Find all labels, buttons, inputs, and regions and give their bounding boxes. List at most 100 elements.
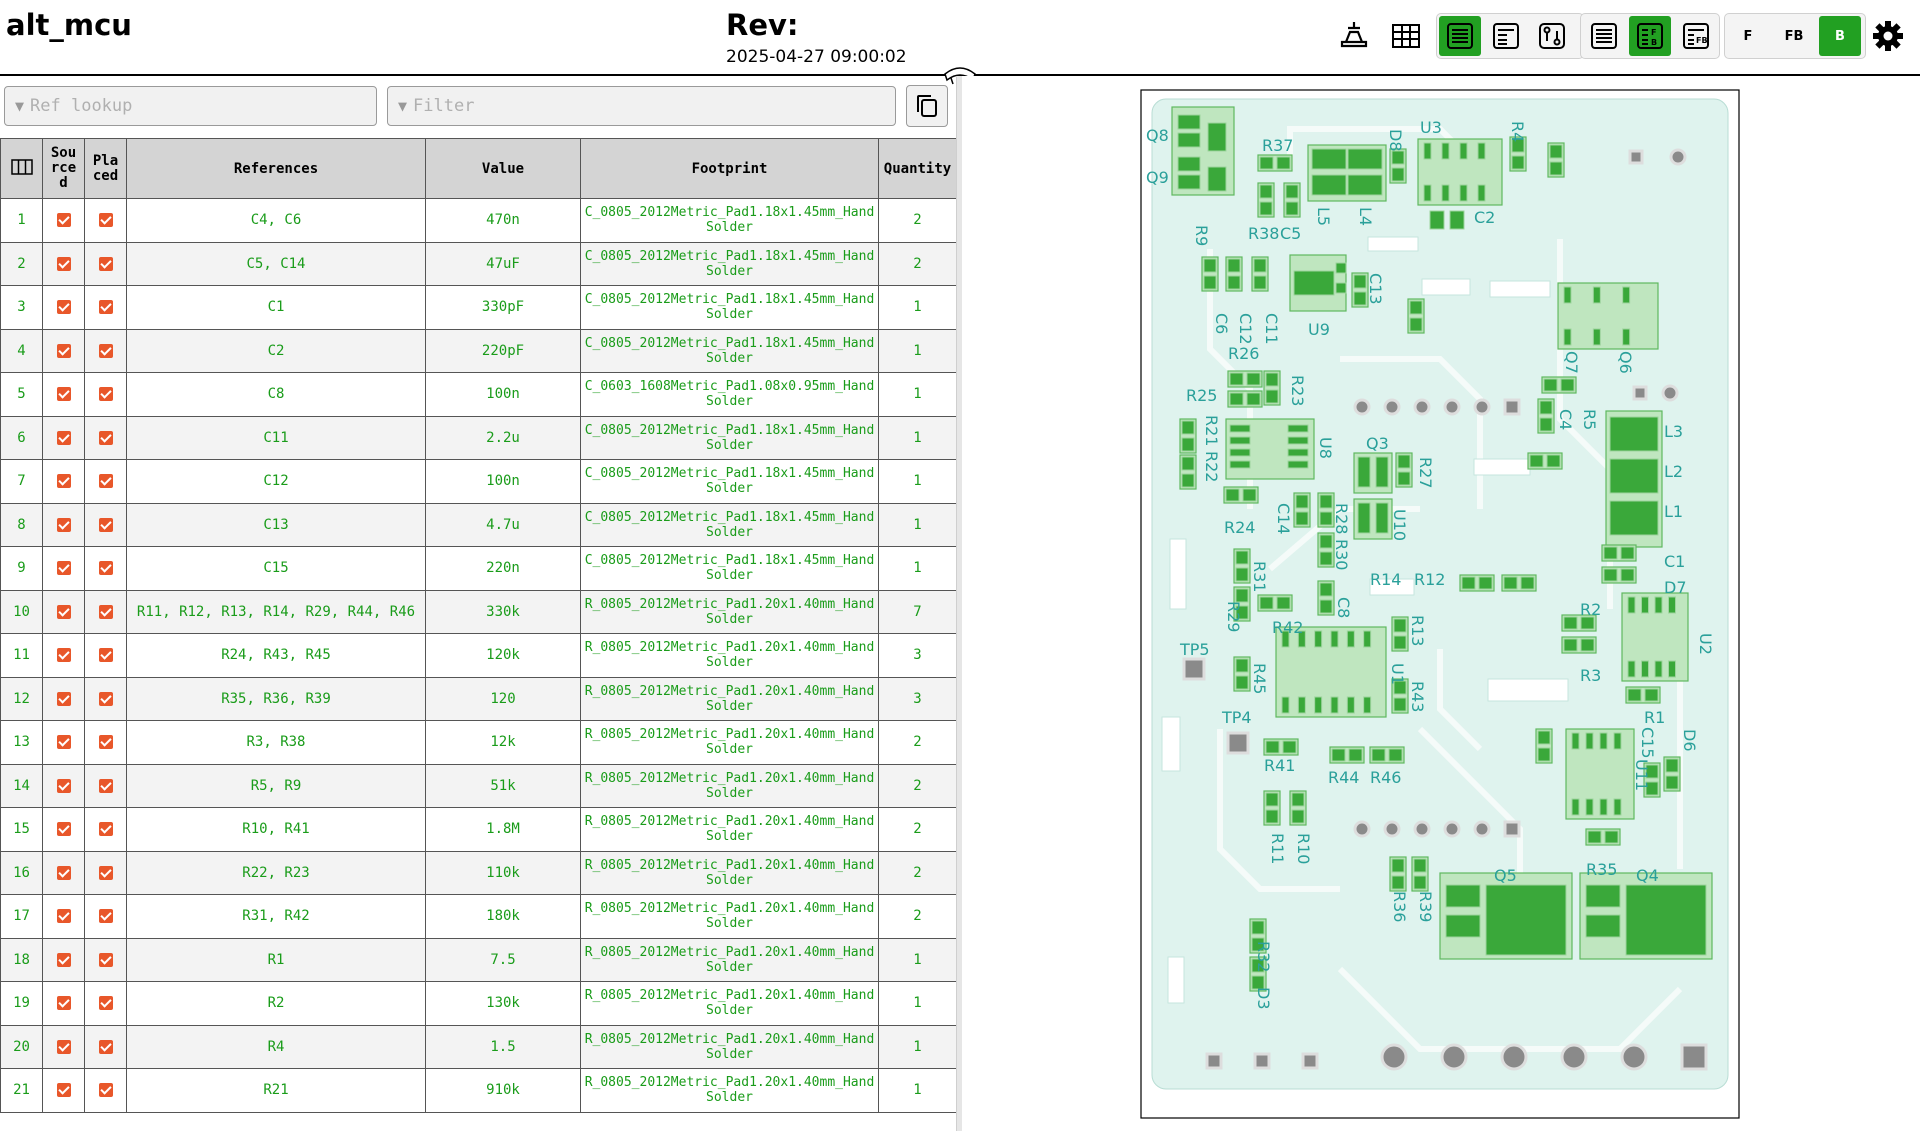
layer-front-back-button[interactable]: FB xyxy=(1784,28,1804,44)
list-front-back-merged-button[interactable]: FB xyxy=(1675,16,1717,56)
footprint-cell: C_0805_2012Metric_Pad1.18x1.45mm_HandSol… xyxy=(580,546,879,591)
sourced-checkbox[interactable] xyxy=(56,735,71,750)
netlist-button[interactable] xyxy=(1531,16,1573,56)
bom-only-button[interactable] xyxy=(1439,16,1481,56)
header-placed[interactable]: Placed xyxy=(84,138,127,199)
placed-checkbox[interactable] xyxy=(98,256,113,271)
layer-back-button[interactable]: B xyxy=(1819,16,1861,56)
placed-checkbox[interactable] xyxy=(98,517,113,532)
placed-checkbox[interactable] xyxy=(98,1083,113,1098)
list-layout-button[interactable] xyxy=(1583,16,1625,56)
sourced-cell xyxy=(42,763,85,808)
placed-cell xyxy=(84,589,127,634)
placed-checkbox[interactable] xyxy=(98,343,113,358)
placed-checkbox[interactable] xyxy=(98,865,113,880)
pcb-designator-label: R24 xyxy=(1224,518,1255,537)
smd-pad xyxy=(1246,372,1261,386)
placed-checkbox[interactable] xyxy=(98,561,113,576)
sourced-checkbox[interactable] xyxy=(56,822,71,837)
header-sourced[interactable]: Sourced xyxy=(42,138,85,199)
smd-pad xyxy=(1388,748,1403,762)
sourced-checkbox[interactable] xyxy=(56,1083,71,1098)
placed-checkbox[interactable] xyxy=(98,648,113,663)
sourced-checkbox[interactable] xyxy=(56,213,71,228)
sourced-checkbox[interactable] xyxy=(56,865,71,880)
sourced-checkbox[interactable] xyxy=(56,604,71,619)
sourced-checkbox[interactable] xyxy=(56,691,71,706)
placed-checkbox[interactable] xyxy=(98,822,113,837)
grid-button[interactable] xyxy=(1384,13,1428,59)
placed-checkbox[interactable] xyxy=(98,604,113,619)
placed-checkbox[interactable] xyxy=(98,1039,113,1054)
settings-button[interactable] xyxy=(1866,13,1910,59)
references-cell: R35, R36, R39 xyxy=(126,676,426,721)
dark-mode-button[interactable] xyxy=(1332,13,1376,59)
placed-checkbox[interactable] xyxy=(98,778,113,793)
sourced-checkbox[interactable] xyxy=(56,256,71,271)
sourced-checkbox[interactable] xyxy=(56,778,71,793)
placed-checkbox[interactable] xyxy=(98,996,113,1011)
sourced-checkbox[interactable] xyxy=(56,909,71,924)
sourced-checkbox[interactable] xyxy=(56,952,71,967)
pcb-designator-label: C1 xyxy=(1664,552,1685,571)
copy-button[interactable] xyxy=(906,85,948,127)
revision-label: Rev: xyxy=(726,8,799,42)
sourced-checkbox[interactable] xyxy=(56,387,71,402)
sourced-checkbox[interactable] xyxy=(56,561,71,576)
vertical-splitter[interactable] xyxy=(956,76,963,1131)
layer-front-button[interactable]: F xyxy=(1743,28,1753,44)
through-hole-pad xyxy=(1661,384,1679,402)
placed-checkbox[interactable] xyxy=(98,387,113,402)
placed-checkbox[interactable] xyxy=(98,691,113,706)
placed-checkbox[interactable] xyxy=(98,474,113,489)
placed-checkbox[interactable] xyxy=(98,952,113,967)
placed-checkbox[interactable] xyxy=(98,430,113,445)
bom-left-drawings-right-button[interactable] xyxy=(1485,16,1527,56)
sourced-checkbox[interactable] xyxy=(56,343,71,358)
sourced-checkbox[interactable] xyxy=(56,474,71,489)
smd-pad xyxy=(1281,630,1290,648)
sourced-checkbox[interactable] xyxy=(56,517,71,532)
header-value[interactable]: Value xyxy=(425,138,581,199)
filter-input[interactable] xyxy=(407,95,895,117)
sourced-checkbox[interactable] xyxy=(56,996,71,1011)
sourced-checkbox[interactable] xyxy=(56,300,71,315)
pcb-designator-label: U3 xyxy=(1420,118,1442,137)
smd-pad xyxy=(1319,551,1333,566)
sourced-checkbox[interactable] xyxy=(56,1039,71,1054)
sourced-checkbox[interactable] xyxy=(56,648,71,663)
placed-checkbox[interactable] xyxy=(98,213,113,228)
placed-checkbox[interactable] xyxy=(98,909,113,924)
ref-lookup-input[interactable] xyxy=(24,95,376,117)
header-footprint[interactable]: Footprint xyxy=(580,138,879,199)
placed-checkbox[interactable] xyxy=(98,735,113,750)
header-quantity[interactable]: Quantity xyxy=(878,138,956,199)
header-references[interactable]: References xyxy=(126,138,426,199)
column-settings-header[interactable] xyxy=(0,138,43,199)
sourced-checkbox[interactable] xyxy=(56,430,71,445)
placed-checkbox[interactable] xyxy=(98,300,113,315)
